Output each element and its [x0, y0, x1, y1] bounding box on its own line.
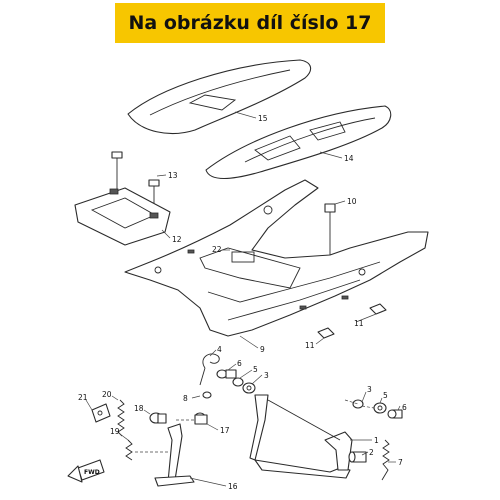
part-12-cover	[74, 187, 171, 246]
leader-lines	[85, 111, 401, 487]
part-8-pin	[202, 391, 212, 399]
callout-11-lower: 11	[305, 341, 315, 350]
part-15-mat	[127, 59, 312, 134]
page-title-banner: Na obrázku díl číslo 17	[115, 3, 385, 43]
callout-15: 15	[258, 114, 268, 123]
part-4-spring	[199, 353, 220, 386]
part-19-spring	[125, 439, 168, 461]
part-11-clips	[317, 303, 387, 339]
callout-16: 16	[228, 482, 238, 491]
callout-3-left: 3	[264, 371, 269, 380]
callout-4: 4	[217, 345, 222, 354]
callout-10: 10	[347, 197, 357, 206]
callout-6-left: 6	[237, 359, 242, 368]
callout-20: 20	[102, 390, 112, 399]
callout-12: 12	[172, 235, 182, 244]
part-16-sidestand	[154, 423, 195, 487]
part-17-bolt	[176, 412, 208, 425]
callout-21: 21	[78, 393, 88, 402]
fwd-label: FWD	[84, 469, 100, 476]
callout-2: 2	[369, 448, 374, 457]
part-7-spring	[381, 439, 390, 481]
callout-3-right: 3	[367, 385, 372, 394]
callout-13: 13	[168, 171, 178, 180]
callout-22: 22	[212, 245, 222, 254]
callout-5-right: 5	[383, 391, 388, 400]
callout-18: 18	[134, 404, 144, 413]
callout-19: 19	[110, 427, 120, 436]
callout-9: 9	[260, 345, 265, 354]
callout-6-right: 6	[402, 403, 407, 412]
callout-7: 7	[398, 458, 403, 467]
part-14-mat	[205, 105, 392, 180]
part-18-collar	[149, 412, 167, 424]
fwd-arrow-icon: FWD	[67, 459, 105, 483]
page-title: Na obrázku díl číslo 17	[128, 12, 372, 34]
callout-8: 8	[183, 394, 188, 403]
part-20-spring	[117, 399, 125, 437]
part-1-mainstand	[249, 394, 353, 479]
callout-11-upper: 11	[354, 319, 364, 328]
part-2-bushing	[348, 451, 367, 463]
callout-14: 14	[344, 154, 354, 163]
part-9-floor-frame	[124, 179, 429, 337]
callout-1: 1	[374, 436, 379, 445]
part-3-5-6-right-parts	[344, 399, 403, 419]
callout-5-left: 5	[253, 365, 258, 374]
callout-numbers: 15 14 13 12 10 22 9 11 11 4 6 5 3 8 21 2…	[78, 114, 407, 491]
part-6-5-3-pivot-parts	[216, 369, 256, 394]
part-21-bracket	[91, 403, 111, 423]
callout-17: 17	[220, 426, 230, 435]
